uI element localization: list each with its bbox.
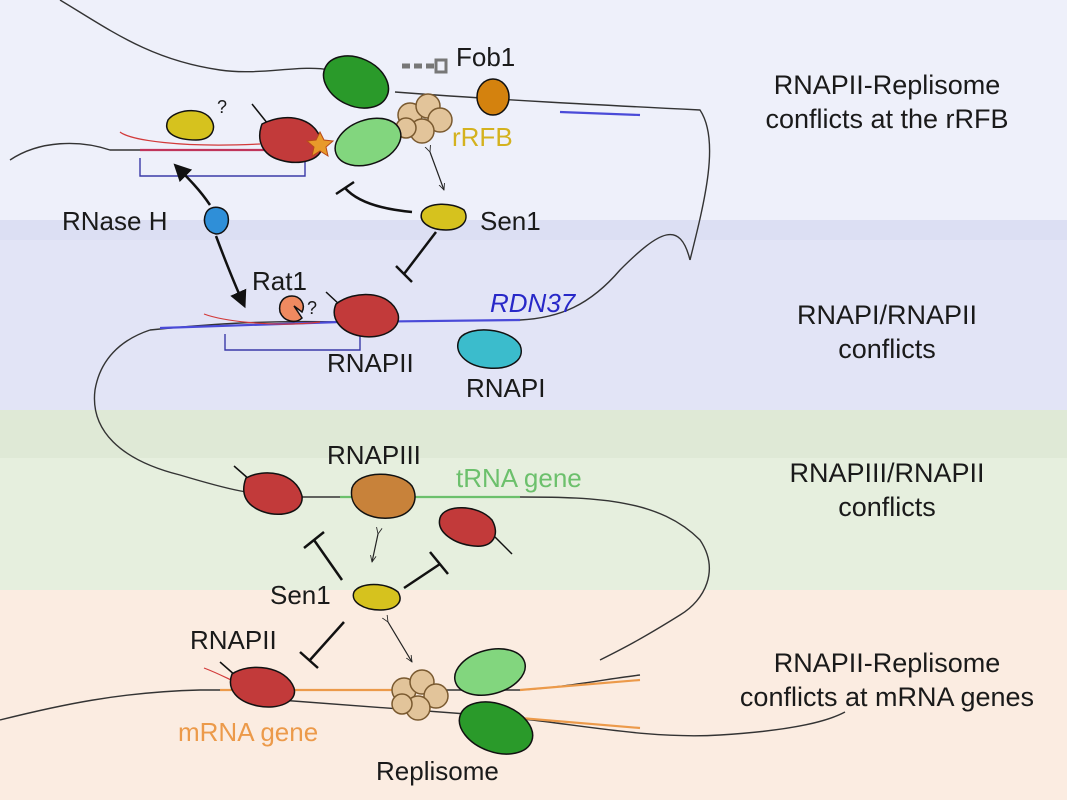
label-rdn37: RDN37 (490, 288, 577, 318)
rnapiii-protein (350, 473, 416, 519)
mrna-segment-right (519, 678, 641, 692)
replisome-core-bottom (391, 669, 449, 721)
replisome-core-top (395, 93, 453, 144)
band-mrna-conflicts (0, 590, 1067, 800)
fork-block-icon (402, 58, 448, 74)
label-rnapiii: RNAPIII (327, 440, 421, 470)
label-trna-gene: tRNA gene (456, 463, 582, 493)
rnapii-protein-mid (325, 291, 400, 338)
regulation-arrows-top (173, 163, 437, 309)
rnapii-protein-mrna (219, 661, 296, 708)
fob1-protein (476, 78, 510, 116)
replisome-helicase-dark-bottom (458, 701, 534, 755)
nascent-rna-top (119, 131, 261, 146)
rnapii-protein-trna-left (233, 465, 303, 516)
collision-star-icon (305, 130, 335, 158)
rnaseh-to-rloop-arrow (173, 163, 212, 206)
label-sen1-top: Sen1 (480, 206, 541, 236)
dna-strand-trna (300, 496, 710, 661)
sen1-inhibits-rnapii-trna-right (403, 562, 441, 590)
r-loop-bracket-top (139, 158, 306, 177)
section-title-rnapi-rnapii: RNAPI/RNAPII conflicts (796, 300, 978, 364)
band-separator (0, 220, 1067, 240)
label-replisome: Replisome (376, 756, 499, 786)
label-rnapii-bottom: RNAPII (190, 625, 277, 655)
sen1-inhibits-rnapii-trna-left (312, 539, 344, 581)
label-rat1: Rat1 (252, 266, 307, 296)
sen1-protein-bottom (352, 583, 401, 611)
rnapii-protein-top (251, 103, 323, 164)
section-title-rnapiii-rnapii: RNAPIII/RNAPII conflicts (789, 458, 985, 522)
regulation-arrows-bottom (299, 531, 449, 669)
sen1-replisome-bidirectional (388, 622, 412, 662)
rnaseh-protein (203, 206, 230, 235)
sen1-rnapiii-bidirectional (372, 534, 378, 562)
dna-strand-mrna (0, 674, 641, 721)
section-title-mrna: RNAPII-Replisome conflicts at mRNA genes (739, 648, 1035, 712)
sen1-inhibits-rnapii-mid (403, 231, 437, 275)
sen1-protein-top (420, 203, 467, 231)
section-title-rrfb: RNAPII-Replisome conflicts at the rRFB (765, 70, 1009, 134)
sen1-rrfb-bidirectional (430, 152, 444, 190)
r-loop-bracket-mid (224, 334, 361, 351)
dna-strand-rdn37 (149, 233, 691, 331)
rnapii-protein-trna-right (438, 507, 513, 555)
replisome-polymerase-light (334, 117, 402, 167)
band-separator (0, 410, 1067, 458)
mrna-segment-bottom (519, 716, 641, 730)
label-sen1-bottom: Sen1 (270, 580, 331, 610)
sen1-inhibits-rnapii-mrna (309, 621, 345, 661)
label-q1: ? (217, 97, 227, 117)
replisome-polymerase-light-bottom (454, 648, 526, 696)
band-rnapi-rnapii-conflicts (0, 220, 1067, 410)
dna-strands (0, 0, 846, 737)
rat1-protein (278, 295, 304, 323)
dna-strand-top-loop (59, 0, 331, 73)
band-rrfb-conflicts (0, 0, 1067, 220)
sen1-like-factor-top (165, 109, 215, 141)
label-rnapii-mid: RNAPII (327, 348, 414, 378)
sen1-inhibits-rnapii-top (344, 187, 413, 214)
label-rnaseh: RNase H (62, 206, 167, 236)
label-rrfb: rRFB (452, 122, 513, 152)
dna-strand-rrfb-lower (9, 142, 300, 161)
rdn37-upper-segment (559, 110, 641, 117)
dna-strand-left-loop (93, 329, 301, 498)
r-loop-brackets (139, 158, 361, 351)
label-rnapi: RNAPI (466, 373, 545, 403)
label-q2: ? (307, 298, 317, 318)
label-fob1: Fob1 (456, 42, 515, 72)
replisome-helicase-dark (322, 55, 390, 109)
rnapi-protein (457, 329, 522, 369)
label-mrna-gene: mRNA gene (178, 717, 318, 747)
nascent-rna-mid (203, 313, 321, 325)
rnaseh-to-rat1-arrow (214, 235, 247, 309)
